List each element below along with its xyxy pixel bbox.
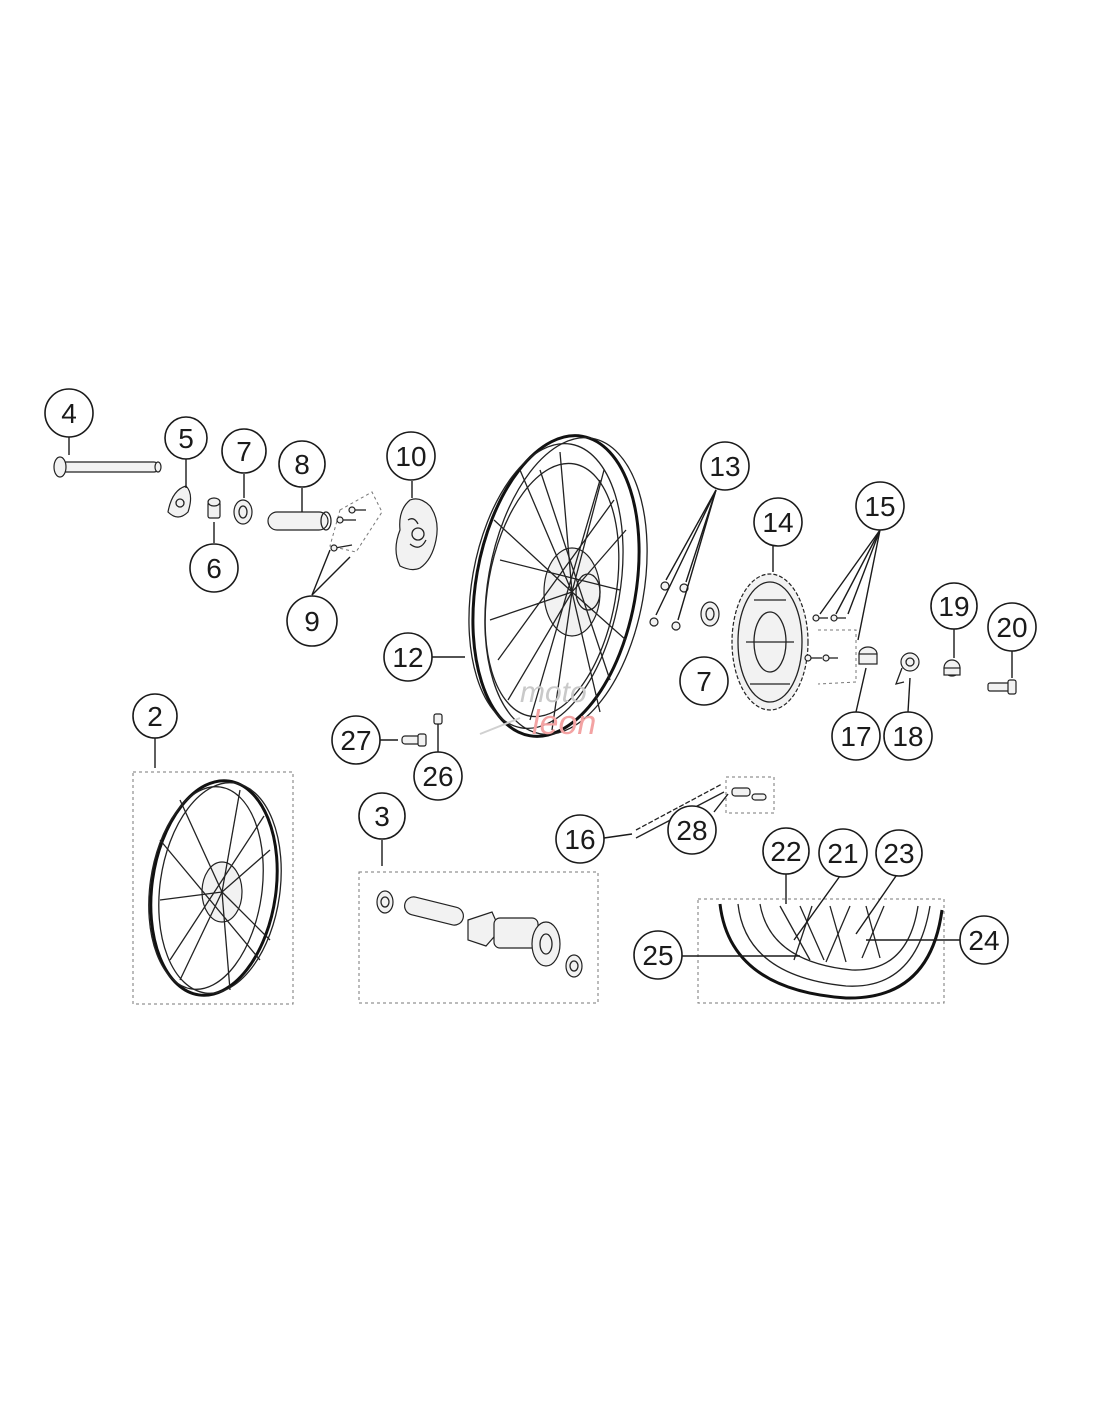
brake-disc-part: [395, 498, 438, 571]
watermark-logo: moto leon: [479, 676, 596, 742]
svg-text:24: 24: [968, 925, 999, 956]
callout-5: 5: [164, 416, 208, 460]
svg-text:17: 17: [840, 721, 871, 752]
callout-19: 19: [930, 582, 978, 630]
complete-wheel-box: [132, 771, 294, 1005]
svg-text:26: 26: [422, 761, 453, 792]
chain-link-part: [731, 787, 767, 801]
complete-wheel-part: [148, 779, 282, 997]
svg-text:7: 7: [236, 436, 252, 467]
callout-24: 24: [959, 915, 1009, 965]
callout-7b: 7: [679, 656, 729, 706]
callout-28: 28: [667, 805, 717, 855]
svg-text:14: 14: [762, 507, 793, 538]
svg-text:10: 10: [395, 441, 426, 472]
svg-text:25: 25: [642, 940, 673, 971]
callout-10: 10: [386, 431, 436, 481]
callout-26: 26: [413, 751, 463, 801]
svg-text:2: 2: [147, 701, 163, 732]
washer-part: [943, 659, 961, 677]
rear-sprocket-part: [731, 573, 809, 711]
callout-27: 27: [331, 715, 381, 765]
spacer-part: [858, 646, 878, 665]
rim-detail-box: [697, 898, 945, 1004]
svg-text:20: 20: [996, 612, 1027, 643]
svg-text:22: 22: [770, 836, 801, 867]
svg-text:23: 23: [883, 838, 914, 869]
sprocket-nuts-part: [649, 581, 689, 631]
callout-21: 21: [818, 828, 868, 878]
svg-text:18: 18: [892, 721, 923, 752]
callout-3: 3: [358, 792, 406, 840]
svg-text:15: 15: [864, 491, 895, 522]
callout-12: 12: [383, 632, 433, 682]
callout-15: 15: [855, 481, 905, 531]
svg-text:7: 7: [696, 666, 712, 697]
sprocket-bolts-part: [804, 614, 857, 685]
svg-text:6: 6: [206, 553, 222, 584]
svg-text:16: 16: [564, 824, 595, 855]
svg-text:19: 19: [938, 591, 969, 622]
callout-6: 6: [189, 543, 239, 593]
callout-16: 16: [555, 814, 605, 864]
callout-8: 8: [278, 440, 326, 488]
callout-14: 14: [753, 497, 803, 547]
svg-text:27: 27: [340, 725, 371, 756]
callout-7: 7: [221, 428, 267, 474]
callout-2: 2: [132, 693, 178, 739]
disc-bolts-part: [329, 491, 383, 553]
callout-25: 25: [633, 930, 683, 980]
svg-text:5: 5: [178, 423, 194, 454]
callout-13: 13: [700, 441, 750, 491]
svg-text:3: 3: [374, 801, 390, 832]
leader-lines: [68, 437, 1013, 957]
rear-wheel-part: [468, 434, 648, 738]
watermark-line1: moto: [520, 676, 587, 709]
callout-4: 4: [44, 388, 94, 438]
svg-text:4: 4: [61, 398, 77, 429]
svg-text:12: 12: [392, 642, 423, 673]
spacer-tube-part: [267, 511, 332, 531]
rim-spokes-part: [718, 903, 944, 1000]
chain-adjuster-part: [894, 652, 920, 685]
callout-22: 22: [762, 827, 810, 875]
axle-part: [53, 456, 162, 478]
callout-9: 9: [286, 595, 338, 647]
svg-text:9: 9: [304, 606, 320, 637]
svg-text:21: 21: [827, 838, 858, 869]
svg-text:8: 8: [294, 449, 310, 480]
hub-assembly-part: [376, 890, 583, 978]
callout-20: 20: [987, 602, 1037, 652]
adjuster-bolt-part: [987, 679, 1017, 695]
callout-17: 17: [831, 711, 881, 761]
spacer-part: [207, 497, 221, 519]
svg-text:28: 28: [676, 815, 707, 846]
callout-18: 18: [883, 711, 933, 761]
svg-text:13: 13: [709, 451, 740, 482]
bearing-part: [233, 499, 253, 525]
callout-23: 23: [875, 829, 923, 877]
chain-adjuster-plate: [167, 485, 192, 518]
watermark-line2: leon: [532, 704, 596, 742]
hub-assembly-box: [358, 871, 599, 1004]
valve-part: [401, 713, 443, 747]
chain-link-box: [725, 776, 775, 814]
bearing-part: [700, 601, 720, 627]
